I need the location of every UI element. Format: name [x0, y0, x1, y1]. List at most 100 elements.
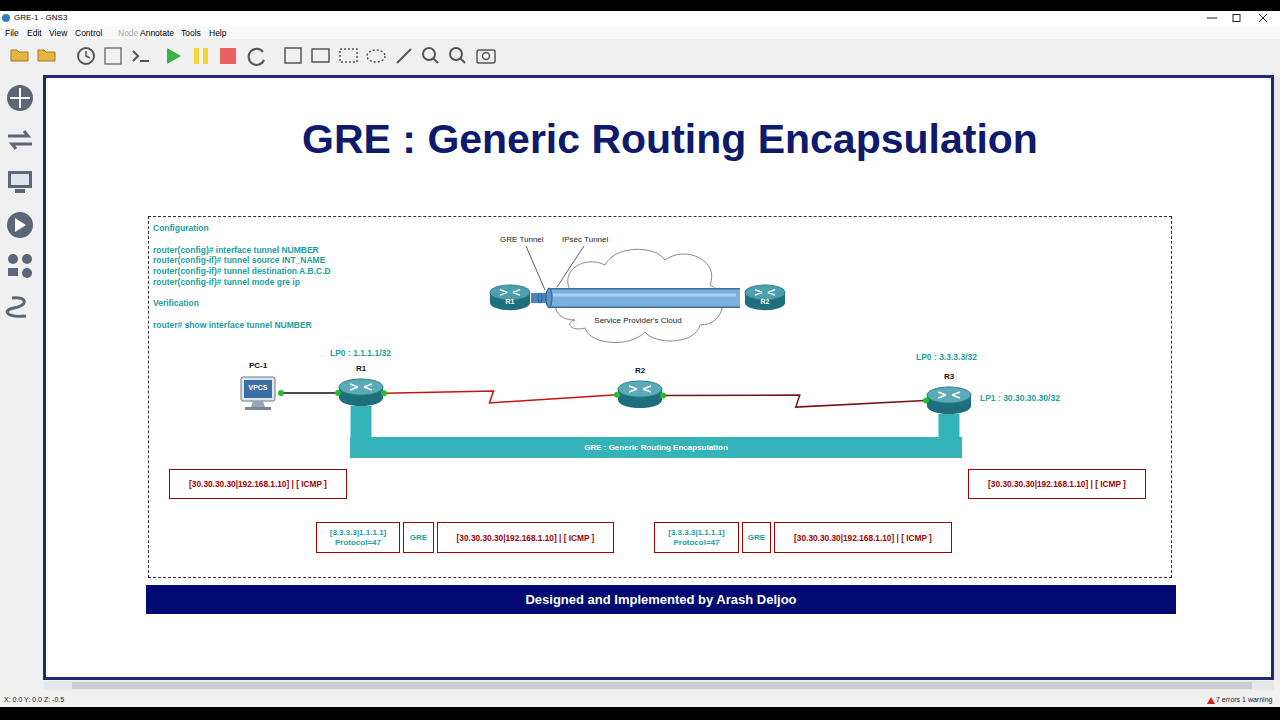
port-dot	[614, 392, 620, 398]
router-label: R2	[744, 298, 786, 305]
loopback-label: LP0 : 3.3.3.3/32	[916, 352, 977, 362]
pause-icon	[203, 48, 208, 64]
status-bar	[0, 692, 1280, 707]
packet-text: [30.30.30.30|192.168.1.10] | [ ICMP ]	[457, 533, 595, 543]
stop-icon	[220, 48, 236, 64]
router-arrows	[500, 290, 520, 296]
router-label: R3	[926, 372, 972, 381]
port-dot	[335, 390, 341, 396]
packet-box: [30.30.30.30|192.168.1.10] | [ ICMP ]	[968, 469, 1146, 499]
router-arrows	[350, 384, 372, 390]
router-top	[745, 285, 785, 300]
config-line: Configuration	[153, 223, 209, 233]
leader-line	[526, 246, 545, 290]
menu-item: File	[5, 28, 19, 38]
link-line	[663, 395, 926, 407]
port-dot	[923, 398, 929, 404]
port-dot	[381, 390, 387, 396]
zoom-out-handle	[460, 58, 465, 63]
router-icon	[338, 378, 384, 408]
connector	[381, 390, 620, 403]
end-devices-stand	[15, 189, 25, 193]
minimize-button	[1207, 18, 1217, 19]
router-label: R2	[617, 366, 663, 375]
router-top	[490, 285, 530, 300]
security-mark	[15, 218, 26, 232]
warning-triangle	[1207, 697, 1215, 704]
packet-text: [30.30.30.30|192.168.1.10] | [ ICMP ]	[988, 479, 1126, 489]
screenshot-icon	[477, 50, 495, 63]
callout-label: IPsec Tunnel	[562, 235, 608, 244]
status-text: 7 errors 1 warning	[1216, 696, 1272, 703]
gre-header-box: GRE	[403, 522, 434, 553]
port-dot	[278, 390, 284, 396]
outer-header-box: [3.3.3.3|1.1.1.1] Protocol=47	[654, 522, 739, 553]
footer-text: Designed and Implemented by Arash Deljoo	[525, 592, 796, 607]
router-arrows	[938, 392, 960, 398]
router-icon	[926, 386, 972, 416]
window-title: GRE-1 - GNS3	[14, 13, 67, 22]
gre-text: GRE	[410, 533, 427, 542]
router-arrows	[629, 386, 651, 392]
monitor-base	[245, 407, 271, 410]
connector	[660, 392, 929, 407]
cloud-outline	[545, 240, 730, 348]
port-dot	[660, 392, 666, 398]
config-line: router# show interface tunnel NUMBER	[153, 320, 312, 330]
toolbar	[11, 48, 495, 65]
all-devices-icon	[8, 268, 18, 276]
gre-header-box: GRE	[742, 522, 771, 553]
note-icon	[285, 48, 301, 63]
restore-button	[1233, 15, 1240, 22]
gre-text: GRE	[748, 533, 765, 542]
rectangle-icon	[340, 49, 357, 62]
title-bar	[0, 11, 1280, 26]
gre-tunnel-pipe	[531, 293, 553, 303]
router-top	[618, 381, 662, 397]
letterbox	[0, 707, 1280, 720]
connector	[531, 288, 740, 308]
all-devices-icon	[22, 268, 32, 278]
config-line: router(config)# interface tunnel NUMBER	[153, 245, 319, 255]
zoom-in-handle	[433, 58, 438, 63]
menu-item: View	[49, 28, 67, 38]
pipe-ring	[546, 288, 552, 308]
pc-icon	[235, 375, 281, 411]
config-line: router(config-if)# tunnel source INT_NAM…	[153, 255, 325, 265]
scrollbar	[1274, 76, 1280, 680]
loopback-label: LP1 : 30.30.30.30/32	[980, 393, 1060, 403]
scrollbar	[44, 681, 1274, 690]
console-icon	[133, 51, 149, 61]
gre-riser	[351, 406, 372, 438]
menu-item: Edit	[27, 28, 42, 38]
open-icon	[38, 50, 55, 61]
config-line: router(config-if)# tunnel destination A.…	[153, 266, 331, 276]
cloud-router: R1	[489, 284, 531, 312]
link-line	[384, 391, 617, 403]
pc-label: VPCS	[244, 384, 272, 391]
app-icon	[2, 14, 10, 22]
page-title: GRE : Generic Routing Encapsulation	[270, 116, 1070, 163]
letterbox	[0, 0, 1280, 11]
connector	[949, 414, 950, 438]
canvas	[45, 77, 1273, 679]
packet-text: [30.30.30.30|192.168.1.10] | [ ICMP ]	[189, 479, 327, 489]
menu-item: Control	[75, 28, 102, 38]
menu-item: Help	[209, 28, 226, 38]
clock-icon	[78, 48, 94, 64]
band-label: GRE : Generic Routing Encapsulation	[584, 443, 728, 452]
security-icon	[7, 212, 33, 238]
router-top	[339, 379, 383, 395]
cloud-shape	[556, 249, 723, 342]
device-dock	[7, 85, 33, 316]
menu-item: Node	[118, 28, 138, 38]
pipe-highlight	[553, 294, 736, 297]
connector	[278, 390, 341, 396]
router-label: R1	[489, 298, 531, 305]
start-icon	[167, 48, 181, 64]
end-devices-screen	[11, 174, 29, 185]
outer-header-box: [3.3.3.3|1.1.1.1] Protocol=47	[316, 522, 400, 553]
callout-label: GRE Tunnel	[500, 235, 544, 244]
packet-text: [30.30.30.30|192.168.1.10] | [ ICMP ]	[794, 533, 932, 543]
